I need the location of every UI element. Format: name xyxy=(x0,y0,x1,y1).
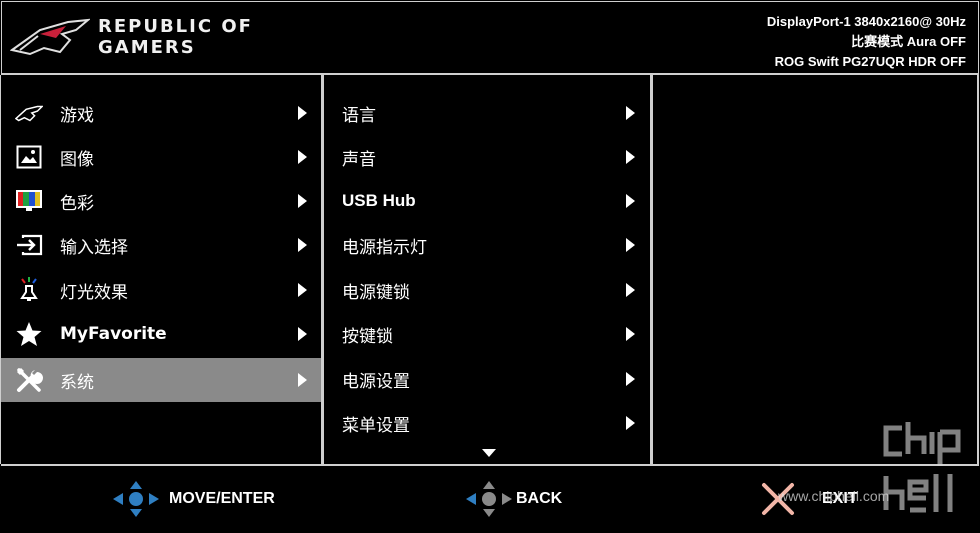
back-hint: BACK xyxy=(466,481,562,517)
rog-eye-icon xyxy=(15,99,43,127)
chevron-right-icon xyxy=(298,150,307,164)
chevron-right-icon xyxy=(626,150,635,164)
chevron-right-icon xyxy=(298,238,307,252)
chevron-right-icon xyxy=(298,106,307,120)
chevron-right-icon xyxy=(626,238,635,252)
chevron-right-icon xyxy=(298,283,307,297)
sub-menu-label: 电源设置 xyxy=(342,371,410,392)
main-menu-label: MyFavorite xyxy=(60,324,167,344)
sub-menu: 语言 声音 USB Hub 电源指示灯 电源键锁 按键锁 电源设置 菜单设置 xyxy=(324,76,650,464)
move-enter-label: MOVE/ENTER xyxy=(169,490,275,507)
chevron-right-icon xyxy=(626,327,635,341)
exit-label: EXIT xyxy=(822,490,858,507)
input-select-icon xyxy=(15,231,43,259)
chevron-right-icon xyxy=(626,416,635,430)
joystick-move-icon xyxy=(113,481,159,517)
move-enter-hint: MOVE/ENTER xyxy=(113,481,275,517)
status-input-resolution: DisplayPort-1 3840x2160@ 30Hz xyxy=(766,14,966,29)
brand-line-1: REPUBLIC OF xyxy=(98,16,253,37)
joystick-back-icon xyxy=(466,481,512,517)
brand-text: REPUBLIC OF GAMERS xyxy=(98,16,253,58)
sub-menu-label: 语言 xyxy=(342,105,376,126)
watermark-url: www.chiphell.com xyxy=(778,488,890,504)
sub-menu-item-power-settings[interactable]: 电源设置 xyxy=(324,357,650,401)
main-menu-label: 图像 xyxy=(60,149,94,170)
left-border xyxy=(0,75,1,464)
sub-menu-label: 声音 xyxy=(342,149,376,170)
main-menu-item-image[interactable]: 图像 xyxy=(1,135,321,179)
sub-menu-item-power-indicator[interactable]: 电源指示灯 xyxy=(324,223,650,267)
sub-menu-label: 电源键锁 xyxy=(342,282,410,303)
chiphell-logo-icon xyxy=(883,422,961,513)
exit-x-icon xyxy=(762,483,794,515)
chevron-right-icon xyxy=(626,283,635,297)
sub-menu-label: 电源指示灯 xyxy=(342,237,427,258)
main-menu: 游戏 图像 色彩 输入选择 灯光 xyxy=(1,76,321,464)
status-model-hdr: ROG Swift PG27UQR HDR OFF xyxy=(774,54,966,69)
back-label: BACK xyxy=(516,490,563,507)
footer-bar: MOVE/ENTER BACK EXIT xyxy=(0,467,980,533)
star-icon xyxy=(15,320,43,348)
image-icon xyxy=(15,143,43,171)
exit-hint: EXIT xyxy=(760,481,858,517)
main-menu-item-myfavorite[interactable]: MyFavorite xyxy=(1,312,321,356)
chevron-right-icon xyxy=(298,327,307,341)
footer-divider xyxy=(1,464,979,466)
chevron-right-icon xyxy=(626,106,635,120)
sub-menu-item-language[interactable]: 语言 xyxy=(324,91,650,135)
tools-icon xyxy=(15,366,43,394)
status-mode-aura: 比赛模式 Aura OFF xyxy=(851,34,966,49)
chevron-right-icon xyxy=(626,194,635,208)
chevron-right-icon xyxy=(298,373,307,387)
column-divider-2 xyxy=(650,75,653,464)
column-divider-1 xyxy=(321,75,324,464)
sub-menu-label: 按键锁 xyxy=(342,326,393,347)
main-menu-label: 色彩 xyxy=(60,193,94,214)
rog-logo-icon xyxy=(10,18,90,56)
sub-menu-item-sound[interactable]: 声音 xyxy=(324,135,650,179)
sub-menu-label: 菜单设置 xyxy=(342,415,410,436)
main-menu-item-color[interactable]: 色彩 xyxy=(1,179,321,223)
main-menu-item-game[interactable]: 游戏 xyxy=(1,91,321,135)
main-menu-label: 游戏 xyxy=(60,105,94,126)
header-bar: REPUBLIC OF GAMERS DisplayPort-1 3840x21… xyxy=(1,1,979,73)
status-panel: DisplayPort-1 3840x2160@ 30Hz 比赛模式 Aura … xyxy=(767,12,966,72)
sub-menu-label: USB Hub xyxy=(342,191,416,210)
main-menu-item-system[interactable]: 系统 xyxy=(1,358,321,402)
main-menu-item-input[interactable]: 输入选择 xyxy=(1,223,321,267)
sub-menu-item-usb-hub[interactable]: USB Hub xyxy=(324,179,650,223)
main-menu-label: 输入选择 xyxy=(60,237,128,258)
chevron-right-icon xyxy=(298,194,307,208)
light-effect-icon xyxy=(15,276,43,304)
main-menu-label: 系统 xyxy=(60,372,94,393)
watermark-logo xyxy=(880,420,970,526)
sub-menu-item-menu-settings[interactable]: 菜单设置 xyxy=(324,401,650,445)
main-menu-label: 灯光效果 xyxy=(60,282,128,303)
brand-line-2: GAMERS xyxy=(98,37,196,58)
main-menu-item-lighting[interactable]: 灯光效果 xyxy=(1,268,321,312)
color-monitor-icon xyxy=(15,187,43,215)
sub-menu-item-key-lock[interactable]: 按键锁 xyxy=(324,312,650,356)
detail-panel xyxy=(653,76,979,464)
sub-menu-item-power-key-lock[interactable]: 电源键锁 xyxy=(324,268,650,312)
right-border xyxy=(977,75,979,464)
chevron-right-icon xyxy=(626,372,635,386)
header-divider xyxy=(1,73,979,75)
scroll-down-arrow-icon[interactable] xyxy=(482,449,496,457)
